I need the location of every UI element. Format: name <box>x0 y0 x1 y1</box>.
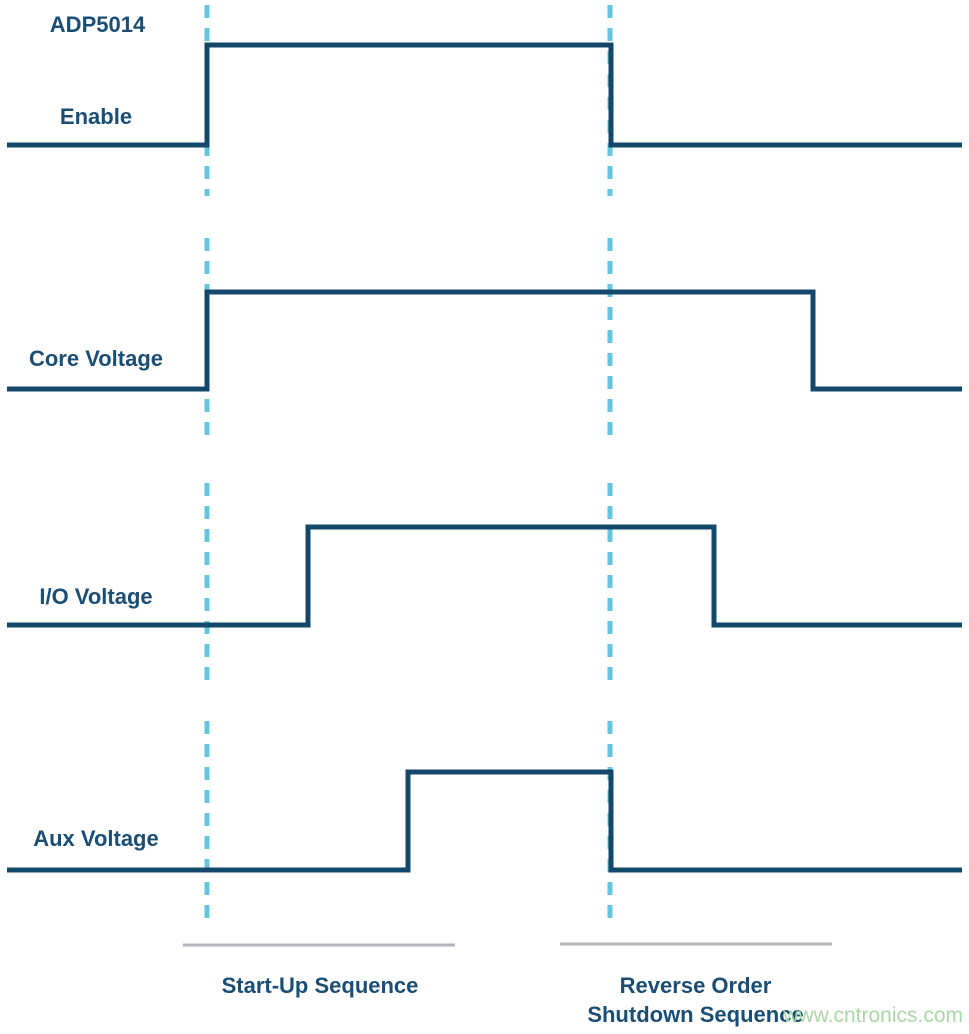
startup-sequence-label: Start-Up Sequence <box>221 973 419 998</box>
watermark-text: www.cntronics.com <box>783 1004 963 1027</box>
shutdown-sequence-label-line2: Shutdown Sequence <box>587 1002 804 1027</box>
aux-voltage-waveform <box>7 769 962 873</box>
shutdown-sequence-label-line1: Reverse Order <box>619 973 772 998</box>
core-voltage-waveform <box>7 289 962 392</box>
chip-title: ADP5014 <box>49 12 146 37</box>
waveform-label-core-voltage: Core Voltage <box>28 346 164 371</box>
waveform-label-enable: Enable <box>59 104 133 129</box>
enable-waveform <box>7 42 962 148</box>
shutdown-sequence-label: Reverse Order Shutdown Sequence <box>528 971 863 1029</box>
waveform-paths <box>7 42 962 873</box>
waveform-label-io-voltage: I/O Voltage <box>39 584 153 609</box>
io-voltage-waveform <box>7 524 962 628</box>
waveform-label-aux-voltage: Aux Voltage <box>33 826 159 851</box>
annotation-underlines <box>183 942 832 947</box>
